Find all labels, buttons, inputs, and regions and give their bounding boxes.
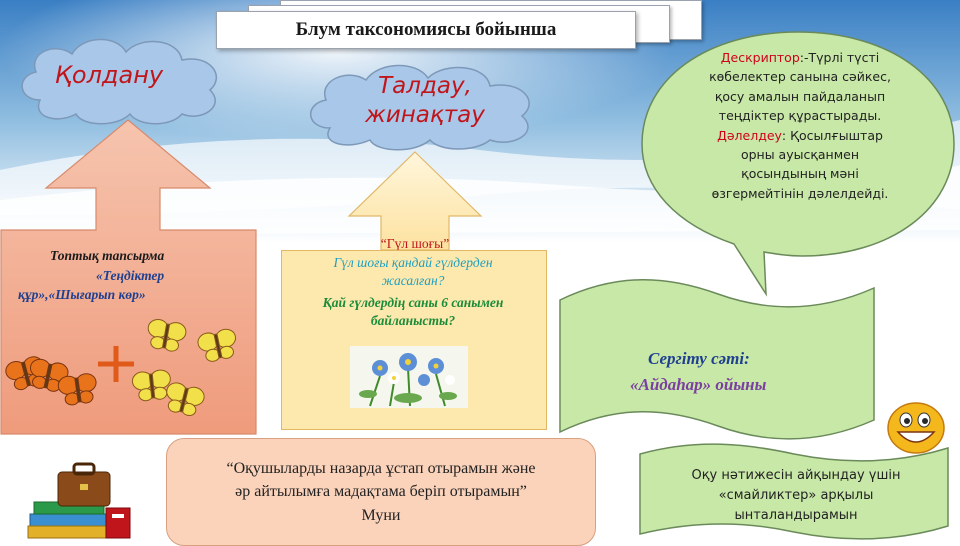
energizer-line1: Сергіту сәті: [648,349,750,368]
flower-task-label: “Гүл шоғы” [380,236,450,251]
descriptor-line6: орны ауысқанмен [740,146,860,162]
quote-line1: “Оқушыларды назарда ұстап отырамын және [226,460,536,478]
descriptor-line2: көбелектер санына сәйкес, [709,69,891,85]
cloud-label-analyze: Талдау, жинақтау [330,72,520,130]
result-line3: ынталандырамын [734,508,858,524]
cloud-label-analyze-line2: жинақтау [365,101,485,128]
flower-question-2: Қай гүлдердің саны 6 санымен байланысты? [284,294,542,330]
descriptor-line3: қосу амалын пайдаланып [714,88,886,104]
group-task-text: Топтық тапсырма «Теңдіктер құр»,«Шығарып… [18,246,254,305]
descriptor-line8: өзгермейтінін дәлелдейді. [711,185,889,201]
quote-box: “Оқушыларды назарда ұстап отырамын және … [166,438,596,546]
butterfly-icon [195,326,240,365]
cloud-shape-apply [21,38,217,125]
butterfly-icon [144,317,188,354]
descriptor-word: Дескриптор [720,50,800,65]
energizer-line2: «Айдаһар» ойыны [630,375,767,395]
flower-question-1-line2: жасалған? [381,273,445,289]
energizer-banner [559,279,875,440]
cloud-label-apply: Қолдану [54,61,164,89]
flower-bouquet-icon [350,346,468,408]
group-task-arrow [0,119,257,435]
flower-question-2-line2: байланысты? [370,313,456,329]
result-text: Оқу нәтижесін айқындау үшін «смайликтер»… [662,466,930,526]
butterfly-icon [131,368,173,403]
energizer-text: Сергіту сәті: «Айдаһар» ойыны [612,346,872,399]
slide-title: Блум таксономиясы бойынша [216,11,636,49]
result-line1: Оқу нәтижесін айқындау үшін [691,468,901,483]
descriptor-line7: қосындының мәні [741,166,859,182]
proof-line1-rest: : Қосылғыштар [781,127,883,143]
butterfly-icon [56,372,100,408]
descriptor-bubble [641,31,955,297]
result-line2: «смайликтер» арқылы [718,488,874,504]
butterfly-icon [161,380,207,419]
result-banner [639,443,949,540]
descriptor-line1-rest: :-Түрлі түсті [799,50,880,65]
books-briefcase-icon [27,462,131,539]
plus-icon [98,346,134,382]
quote-line2: әр айтылымға мадақтама беріп отырамын” [235,483,527,501]
group-task-title: Топтық тапсырма [50,248,165,263]
flower-question-1: Гүл шоғы қандай гүлдерден жасалған? [284,254,542,290]
flower-question-1-line1: Гүл шоғы қандай гүлдерден [333,255,493,270]
flower-question-2-line1: Қай гүлдердің саны 6 санымен [322,295,504,310]
descriptor-text: Дескриптор:-Түрлі түсті көбелектер санын… [660,48,940,203]
descriptor-line4: теңдіктер құрастырады. [718,108,882,124]
smiley-icon [887,402,945,454]
quote-author: Муни [361,506,401,524]
group-task-line2: «Теңдіктер [96,267,165,283]
cloud-shape-analyze [309,64,530,151]
butterflies-illustration [4,317,240,419]
cloud-label-analyze-line1: Талдау, [378,73,472,99]
group-task-line3: құр»,«Шығарып көр» [18,287,146,303]
proof-word: Дәлелдеу [717,127,782,143]
